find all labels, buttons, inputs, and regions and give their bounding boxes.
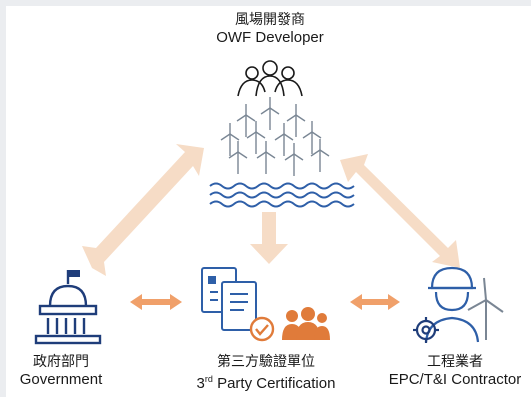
contractor-name-en: EPC/T&I Contractor [388,371,522,388]
certification-ordinal: 3 [196,375,205,392]
developer-name-zh: 風場開發商 [235,12,305,28]
contractor-name-zh: 工程業者 [427,354,483,370]
government-label: 政府部門 Government [6,354,116,388]
wind-turbines-icon [220,96,330,177]
government-name-zh: 政府部門 [33,354,89,370]
developer-label: 風場開發商 OWF Developer [210,12,330,46]
certification-name-en: 3rd Party Certification [176,371,356,392]
arrow-developer-contractor [340,154,460,268]
arrow-developer-certification [250,212,288,264]
wind-turbine-icon [467,277,504,340]
developer-name-en: OWF Developer [216,29,324,46]
certified-badge-icon [249,316,275,342]
team-icon [282,307,330,340]
arrow-developer-government [82,144,204,276]
arrow-government-certification [130,294,182,310]
engineer-icon [424,266,480,343]
certification-name-zh: 第三方驗證單位 [217,354,315,370]
certification-ordinal-suffix: rd [204,374,213,384]
people-icon [237,60,303,97]
documents-icon [201,267,257,331]
certification-label: 第三方驗證單位 3rd Party Certification [176,354,356,392]
gear-icon [413,317,439,343]
government-name-en: Government [19,371,103,388]
capitol-building-icon [34,270,102,345]
arrow-certification-contractor [350,294,400,310]
certification-party-text: Party Certification [212,375,336,392]
waves-icon [209,182,355,208]
contractor-label: 工程業者 EPC/T&I Contractor [380,354,530,388]
